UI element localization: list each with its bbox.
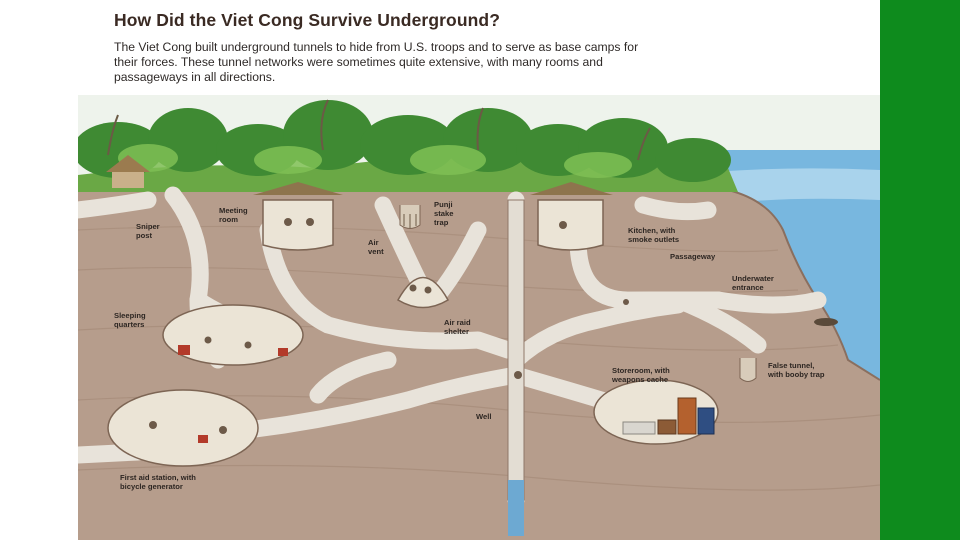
weapons-cache [622,397,715,435]
label-passageway: Passageway [670,252,716,261]
first-aid-chamber [107,389,259,467]
air-raid-shelter-chamber [396,276,450,309]
kitchen-chamber [537,199,604,251]
label-well: Well [476,412,492,421]
well-shaft [507,199,525,501]
left-margin [0,0,78,540]
well-water [508,480,524,536]
tunnel-illustration [78,95,880,540]
diagram-intro: The Viet Cong built underground tunnels … [114,40,639,84]
meeting-room-chamber [262,199,334,251]
surface-hut [106,155,150,188]
punji-trap [399,205,421,229]
diagram-panel: How Did the Viet Cong Survive Undergroun… [78,0,880,540]
sleeping-quarters-chamber [162,304,304,366]
false-tunnel-trap [739,358,757,382]
label-false-tunnel: False tunnel,with booby trap [768,361,825,379]
diagram-title: How Did the Viet Cong Survive Undergroun… [114,10,500,30]
swimmer [814,318,838,326]
